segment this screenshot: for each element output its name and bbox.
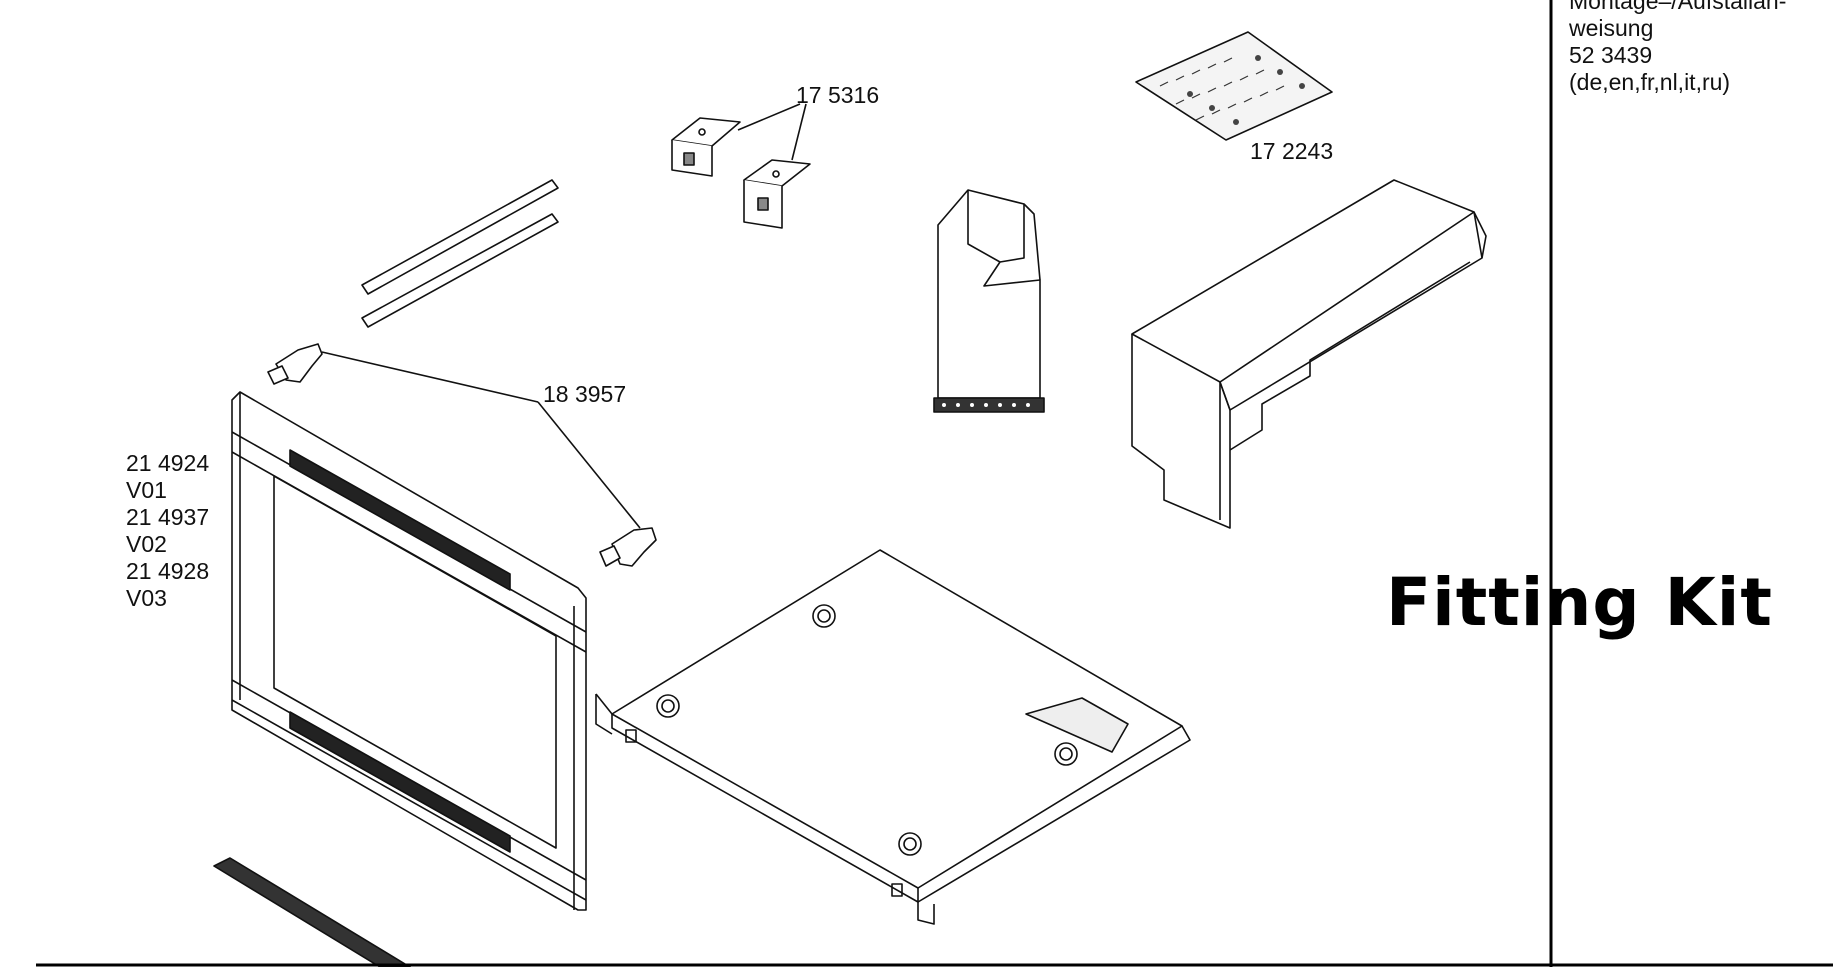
note-line: weisung [1569, 15, 1654, 41]
knob-lower [599, 527, 657, 567]
variant-code: 21 4928 [126, 558, 210, 584]
bracket-leader-lines [737, 103, 807, 161]
knob-upper [267, 343, 323, 385]
variant-code: V03 [126, 585, 167, 611]
screw-bag [1135, 31, 1333, 141]
mounting-bracket-left [671, 117, 741, 177]
instructions-note: Montage–/Aufstallan- weisung 52 3439 (de… [1569, 0, 1786, 96]
air-duct [933, 189, 1045, 413]
variant-list: 21 4924 V01 21 4937 V02 21 4928 V03 [126, 450, 209, 612]
gasket-strip [213, 857, 411, 967]
knob-leader-lines [321, 351, 641, 529]
page-title: Fitting Kit [1386, 564, 1773, 641]
variant-code: V01 [126, 477, 167, 503]
part-label-knob: 18 3957 [543, 381, 627, 407]
trim-strips [361, 179, 559, 328]
mounting-bracket-right [743, 159, 811, 229]
part-label-bracket: 17 5316 [796, 82, 880, 108]
top-cover-box [1131, 179, 1487, 529]
note-line: 52 3439 [1569, 42, 1653, 68]
note-line: Montage–/Aufstallan- [1569, 0, 1787, 14]
variant-code: V02 [126, 531, 167, 557]
part-label-screws: 17 2243 [1250, 138, 1334, 164]
variant-code: 21 4937 [126, 504, 210, 530]
note-line: (de,en,fr,nl,it,ru) [1569, 69, 1731, 95]
front-panel-frame [231, 391, 587, 911]
base-plate [595, 549, 1191, 925]
variant-code: 21 4924 [126, 450, 210, 476]
